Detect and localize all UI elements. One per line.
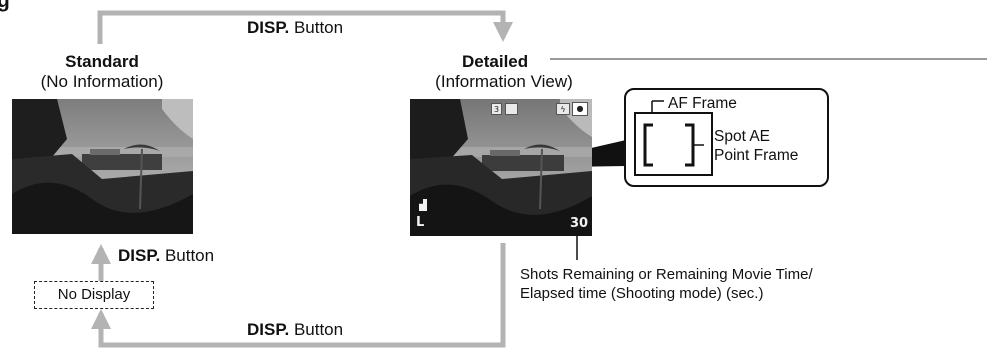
no-display-box: No Display (34, 281, 154, 309)
top-disp-label: DISP. Button (247, 18, 343, 38)
bottom-disp-label: DISP. Button (247, 320, 343, 340)
top-disp-rest: Button (289, 18, 344, 37)
standard-screen-photo (12, 99, 193, 234)
camera-mode-icon: ● (572, 102, 588, 116)
shots-description-line1: Shots Remaining or Remaining Movie Time/ (520, 266, 813, 283)
left-disp-label: DISP. Button (118, 246, 214, 266)
header-fragment: g (0, 0, 10, 12)
bottom-disp-rest: Button (289, 320, 344, 339)
drive-mode-icon (505, 103, 518, 115)
spot-ae-label-line2: Point Frame (714, 147, 799, 164)
spot-ae-label-line1: Spot AE (714, 128, 771, 145)
left-disp-rest: Button (160, 246, 215, 265)
standard-title: Standard (65, 52, 139, 71)
af-frame-outline (634, 112, 713, 176)
bottom-disp-bold: DISP. (247, 320, 290, 339)
top-disp-bold: DISP. (247, 18, 290, 37)
shots-remaining-value: 30 (570, 216, 589, 231)
detailed-title: Detailed (462, 52, 529, 71)
left-disp-bold: DISP. (118, 246, 161, 265)
self-timer-icon: 3 (491, 103, 502, 115)
standard-subtitle: (No Information) (40, 72, 164, 91)
spot-ae-brackets (643, 99, 704, 166)
bottom-disp-arrow (91, 243, 506, 348)
shots-remaining-description: Shots Remaining or Remaining Movie Time/… (520, 265, 813, 303)
resolution-icon (419, 199, 427, 211)
shots-description-line2: Elapsed time (Shooting mode) (sec.) (520, 285, 764, 302)
size-letter-label: L (416, 215, 425, 230)
flash-icon: ϟ (556, 103, 570, 115)
af-callout-box: AF Frame Spot AE Point Frame (624, 88, 829, 187)
top-disp-arrow (97, 10, 513, 44)
detailed-subtitle: (Information View) (435, 72, 573, 91)
af-frame-label: AF Frame (668, 95, 737, 112)
detailed-screen-photo: 3 ϟ ● L 30 (410, 99, 592, 236)
